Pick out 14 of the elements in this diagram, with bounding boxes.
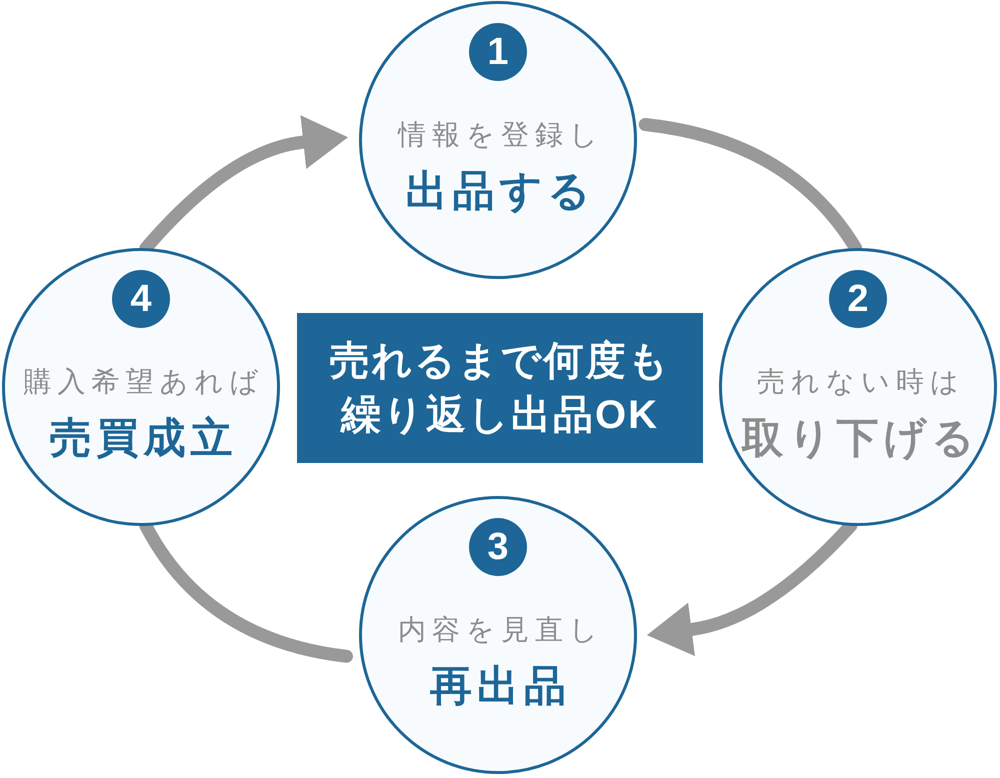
step-caption: 売れない時は [756, 365, 965, 399]
step-caption: 内容を見直し [397, 613, 604, 647]
step-title: 再出品 [429, 660, 571, 711]
message-text: 売れるまで何度も繰り返し出品OK [328, 338, 672, 439]
step-title: 取り下げる [740, 412, 980, 463]
step-title: 売買成立 [48, 412, 238, 463]
message-panel [297, 313, 703, 463]
step-caption: 情報を登録し [396, 118, 604, 152]
step-title: 出品する [404, 166, 596, 216]
step-number: 2 [829, 270, 887, 328]
step-number: 1 [469, 23, 527, 81]
step-number: 3 [469, 518, 527, 576]
step-number: 4 [112, 270, 170, 328]
step-caption: 購入希望あれば [22, 365, 264, 399]
